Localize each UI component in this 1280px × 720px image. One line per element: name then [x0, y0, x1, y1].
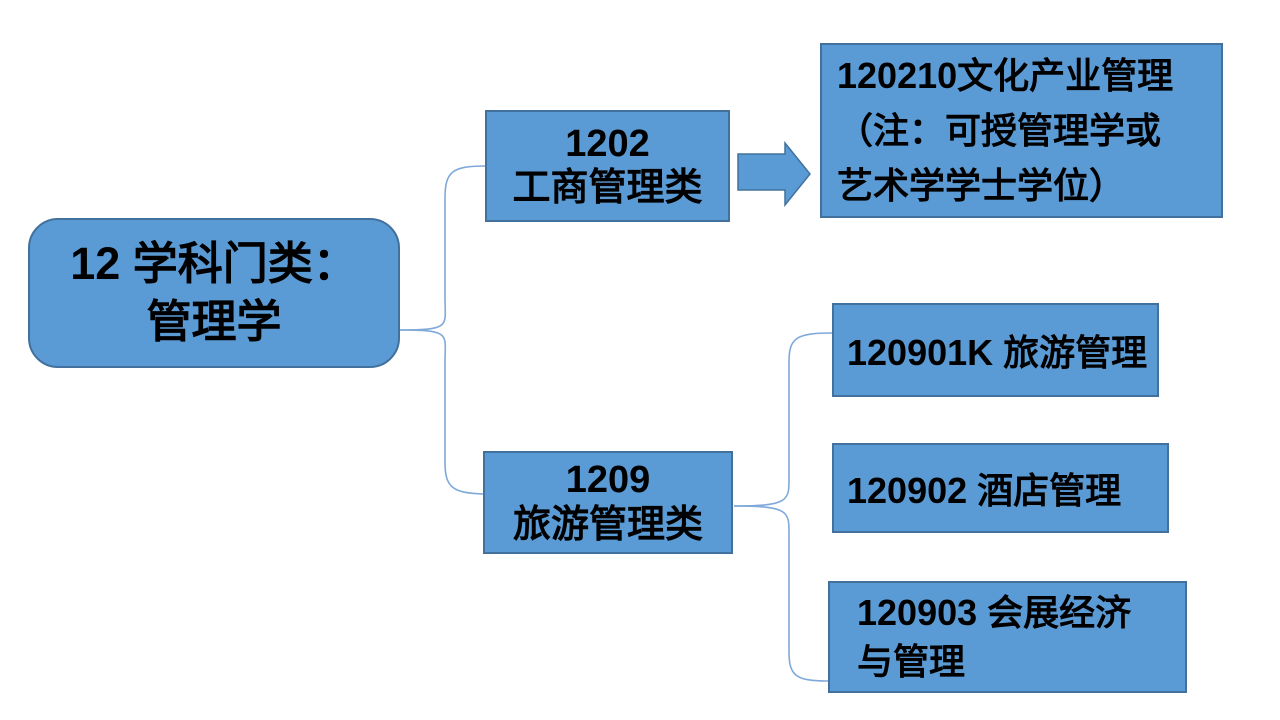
right-block-arrow-icon	[737, 140, 811, 208]
node-major-120903: 120903 会展经济 与管理	[828, 581, 1187, 693]
node-class-1209: 1209 旅游管理类	[483, 451, 733, 554]
node-major-120901k: 120901K 旅游管理	[832, 303, 1159, 397]
node-major-120902: 120902 酒店管理	[832, 443, 1169, 533]
brace-left-top-connector	[399, 165, 486, 331]
brace-right-bottom-connector	[733, 505, 829, 682]
brace-right-top-connector	[733, 332, 833, 507]
brace-left-bottom-connector	[399, 329, 484, 495]
node-major-120210: 120210文化产业管理 （注：可授管理学或 艺术学学士学位）	[820, 43, 1223, 218]
node-discipline-root: 12 学科门类： 管理学	[28, 218, 400, 368]
node-class-1202: 1202 工商管理类	[485, 110, 730, 222]
